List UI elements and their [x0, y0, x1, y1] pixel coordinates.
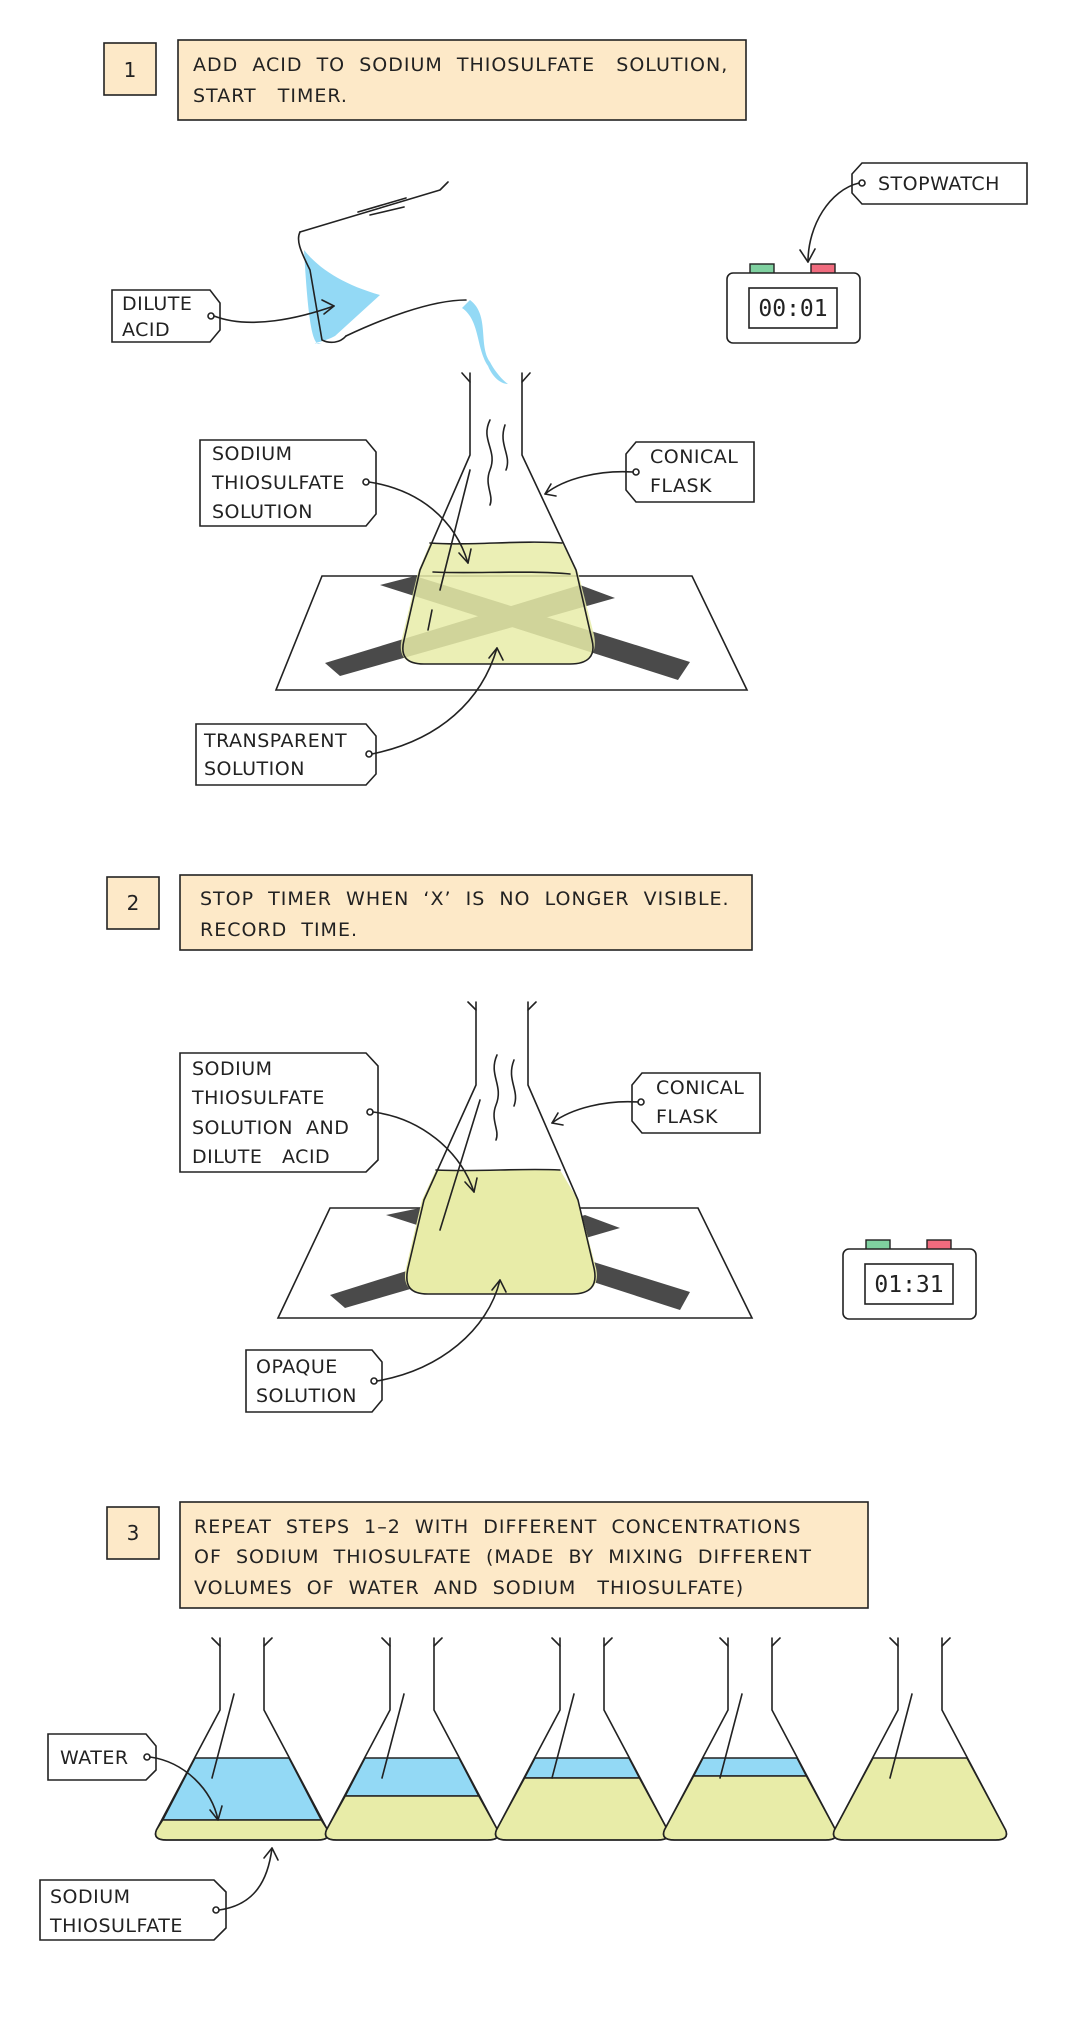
step-2-number: 2 [127, 891, 140, 915]
conical-flask-1-arrow [544, 470, 634, 495]
opaque-solution-tag: OPAQUE SOLUTION [245, 1279, 507, 1413]
step-1-line-2: START TIMER. [193, 85, 348, 107]
step-3-number: 3 [127, 1521, 140, 1545]
transparent-arrow [371, 647, 498, 755]
water-layer [344, 1757, 480, 1797]
water-layer [523, 1757, 641, 1779]
water-arrow [149, 1756, 219, 1821]
conical-flask-1 [402, 372, 594, 665]
step-1-number-box [103, 42, 157, 96]
stopwatch-1: 00:01 [726, 263, 861, 344]
sts-label-2: THIOSULFATE [211, 472, 345, 494]
sts-acid-label-3: SOLUTION AND [192, 1117, 349, 1139]
sodium-thiosulfate-and-acid-tag: SODIUM THIOSULFATE SOLUTION AND DILUTE A… [179, 1052, 478, 1193]
stopwatch-tag: STOPWATCH [799, 162, 1028, 263]
flask-1 [154, 1637, 330, 1841]
water-layer [161, 1757, 323, 1821]
step-3-box [179, 1501, 869, 1609]
step-1-line-1: ADD ACID TO SODIUM THIOSULFATE SOLUTION, [193, 54, 728, 76]
opaque-label-1: OPAQUE [256, 1356, 338, 1378]
dilute-acid-label-2: ACID [122, 319, 170, 341]
opaque-label-2: SOLUTION [256, 1385, 357, 1407]
dilute-acid-label-1: DILUTE [122, 293, 192, 315]
step-3-number-box [106, 1506, 160, 1560]
conical-flask-2-arrow [551, 1100, 639, 1124]
timer-start-display: 00:01 [758, 296, 827, 322]
step-1-box [177, 39, 747, 121]
conical-flask-1-label-2: FLASK [650, 475, 712, 497]
flask-2 [324, 1637, 500, 1841]
timer-end-display: 01:31 [874, 1272, 943, 1298]
step-2-line-1: STOP TIMER WHEN ‘X’ IS NO LONGER VISIBLE… [200, 888, 730, 910]
sts-arrow [368, 481, 469, 564]
sts-label-3: SOLUTION [212, 501, 313, 523]
step-2-line-2: RECORD TIME. [200, 919, 358, 941]
sts-acid-label-2: THIOSULFATE [191, 1087, 325, 1109]
sodium-thiosulfate-label-2: THIOSULFATE [49, 1915, 183, 1937]
conical-flask-2-label-2: FLASK [656, 1106, 718, 1128]
flask-3 [494, 1637, 670, 1841]
conical-flask-1-label-1: CONICAL [650, 446, 738, 468]
sts-acid-label-4: DILUTE ACID [192, 1146, 330, 1168]
transparent-label-1: TRANSPARENT [203, 730, 347, 752]
sts-label-1: SODIUM [212, 443, 293, 465]
step-2-header: 2 STOP TIMER WHEN ‘X’ IS NO LONGER VISIB… [106, 874, 753, 951]
sodium-thiosulfate-solution-tag: SODIUM THIOSULFATE SOLUTION [199, 439, 472, 564]
flask-setup-2 [276, 1001, 754, 1319]
stopwatch-2: 01:31 [842, 1239, 977, 1320]
conical-flask-2 [406, 1001, 596, 1295]
step-3-header: 3 REPEAT STEPS 1–2 WITH DIFFERENT CONCEN… [106, 1501, 869, 1609]
flask-setup-1 [274, 372, 749, 691]
sodium-thiosulfate-arrow [218, 1847, 273, 1911]
conical-flask-tag-1: CONICAL FLASK [544, 441, 755, 503]
beaker-pouring [292, 181, 508, 384]
flask-5 [832, 1637, 1008, 1841]
sodium-thiosulfate-tag: SODIUM THIOSULFATE [39, 1847, 279, 1941]
dilute-acid-tag: DILUTE ACID [111, 289, 335, 343]
thiosulfate-layer [154, 1819, 330, 1841]
sodium-thiosulfate-label-1: SODIUM [50, 1886, 131, 1908]
sts-acid-arrow [372, 1111, 475, 1193]
step-3-line-2: OF SODIUM THIOSULFATE (MADE BY MIXING DI… [194, 1546, 812, 1568]
thiosulfate-layer [494, 1777, 670, 1841]
transparent-solution-tag: TRANSPARENT SOLUTION [195, 647, 504, 786]
conical-flask-2-label-1: CONICAL [656, 1077, 744, 1099]
stopwatch-label: STOPWATCH [878, 173, 1000, 195]
thiosulfate-layer [832, 1757, 1008, 1841]
conical-flask-tag-2: CONICAL FLASK [551, 1072, 761, 1134]
flask-row [154, 1637, 1008, 1841]
step-2-box [179, 874, 753, 951]
water-tag: WATER [47, 1733, 223, 1821]
stopwatch-arrow [807, 182, 860, 263]
thiosulfate-layer [324, 1795, 500, 1841]
step-3-line-1: REPEAT STEPS 1–2 WITH DIFFERENT CONCENTR… [194, 1516, 801, 1538]
step-3-line-3: VOLUMES OF WATER AND SODIUM THIOSULFATE) [194, 1577, 744, 1599]
step-1-header: 1 ADD ACID TO SODIUM THIOSULFATE SOLUTIO… [103, 39, 747, 121]
flask-4 [662, 1637, 838, 1841]
water-label: WATER [60, 1747, 129, 1769]
sts-acid-label-1: SODIUM [192, 1058, 273, 1080]
thiosulfate-layer [662, 1775, 838, 1841]
dilute-acid-arrow [213, 305, 335, 324]
opaque-arrow [376, 1279, 501, 1382]
flask-outline [832, 1637, 1008, 1841]
step-2-number-box [106, 876, 160, 930]
step-1-number: 1 [124, 58, 137, 82]
transparent-label-2: SOLUTION [204, 758, 305, 780]
water-layer [692, 1757, 808, 1777]
